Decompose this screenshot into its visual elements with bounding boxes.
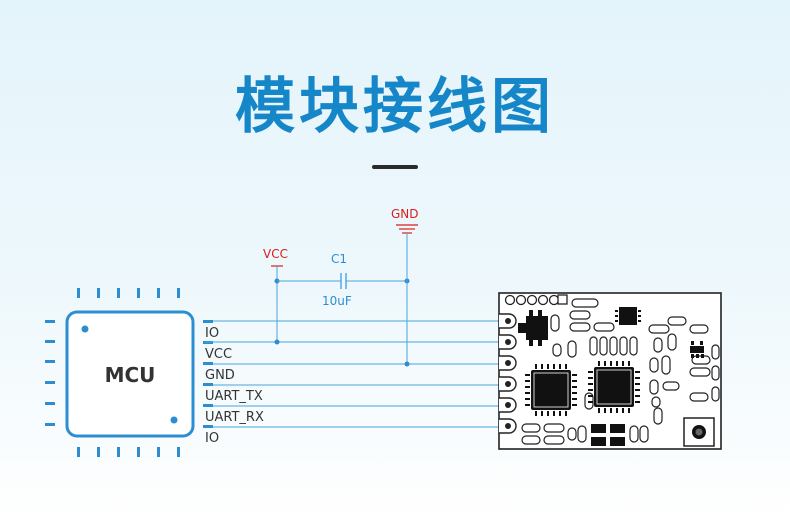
gnd-junction xyxy=(404,361,410,367)
vcc-label: VCC xyxy=(263,247,288,261)
page-title: 模块接线图 xyxy=(235,72,555,142)
module-chip-1 xyxy=(525,364,577,416)
module-board xyxy=(498,292,722,450)
mcu-chip xyxy=(65,310,195,438)
pin-label-gnd: GND xyxy=(205,368,235,383)
mcu-pins-bottom xyxy=(77,447,180,457)
pin-label-io-2: IO xyxy=(205,431,219,446)
module-chip-2 xyxy=(588,361,640,413)
module-crystal xyxy=(591,424,625,446)
mcu-corner-dot xyxy=(170,416,178,424)
mcu-pin1-dot xyxy=(81,325,89,333)
pin-label-vcc: VCC xyxy=(205,347,232,362)
vcc-junction xyxy=(274,339,280,345)
gnd-label: GND xyxy=(391,207,419,221)
mcu-pins-left xyxy=(45,320,55,426)
module-sensor xyxy=(683,417,715,447)
mcu-pins-top xyxy=(77,288,180,298)
pin-label-uart-tx: UART_TX xyxy=(205,389,263,404)
pin-label-uart-rx: UART_RX xyxy=(205,410,264,425)
capacitor-name: C1 xyxy=(331,252,347,266)
capacitor-value: 10uF xyxy=(322,294,352,308)
signal-wires xyxy=(213,320,501,428)
gnd-symbol xyxy=(396,224,418,234)
pin-label-io-1: IO xyxy=(205,326,219,341)
title-divider xyxy=(372,165,418,169)
mcu-label: MCU xyxy=(105,363,156,387)
